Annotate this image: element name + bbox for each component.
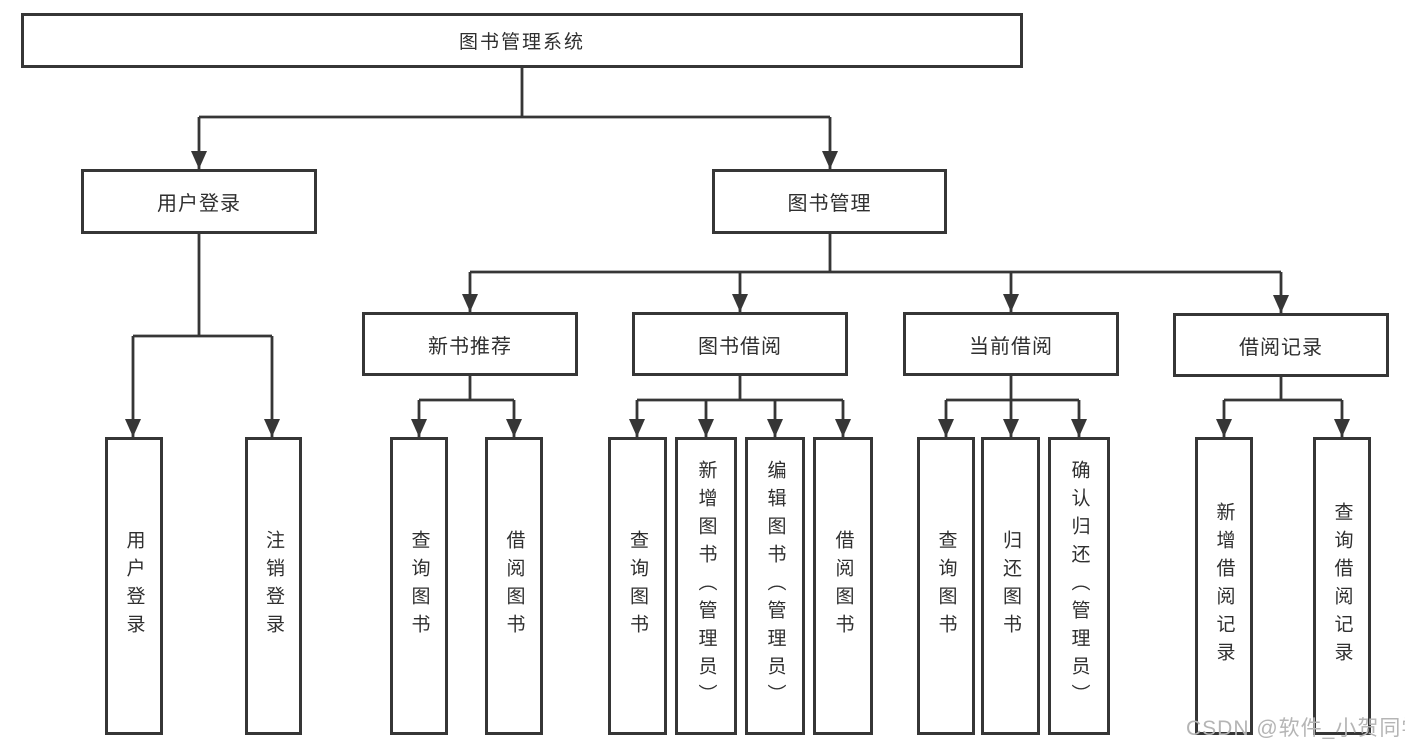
leaf-edit-books-admin: 编辑图书（管理员） xyxy=(745,437,805,735)
leaf-borrow-books-recommend: 借阅图书 xyxy=(485,437,543,735)
node-current-borrowing: 当前借阅 xyxy=(903,312,1119,376)
leaf-confirm-return-admin: 确认归还（管理员） xyxy=(1048,437,1110,735)
node-book-management: 图书管理 xyxy=(712,169,947,234)
leaf-query-books-current: 查询图书 xyxy=(917,437,975,735)
node-root: 图书管理系统 xyxy=(21,13,1023,68)
leaf-query-books-recommend: 查询图书 xyxy=(390,437,448,735)
csdn-watermark: CSDN @软件_小贺同学 xyxy=(1186,717,1405,740)
leaf-add-books-admin: 新增图书（管理员） xyxy=(675,437,737,735)
leaf-return-books: 归还图书 xyxy=(981,437,1040,735)
leaf-logout: 注销登录 xyxy=(245,437,302,735)
node-book-borrowing: 图书借阅 xyxy=(632,312,848,376)
leaf-query-borrow-record: 查询借阅记录 xyxy=(1313,437,1371,735)
leaf-query-books-borrowing: 查询图书 xyxy=(608,437,667,735)
leaf-borrow-books-borrowing: 借阅图书 xyxy=(813,437,873,735)
node-borrowing-records: 借阅记录 xyxy=(1173,313,1389,377)
node-user-login: 用户登录 xyxy=(81,169,317,234)
leaf-user-login: 用户登录 xyxy=(105,437,163,735)
leaf-add-borrow-record: 新增借阅记录 xyxy=(1195,437,1253,735)
node-new-book-recommend: 新书推荐 xyxy=(362,312,578,376)
